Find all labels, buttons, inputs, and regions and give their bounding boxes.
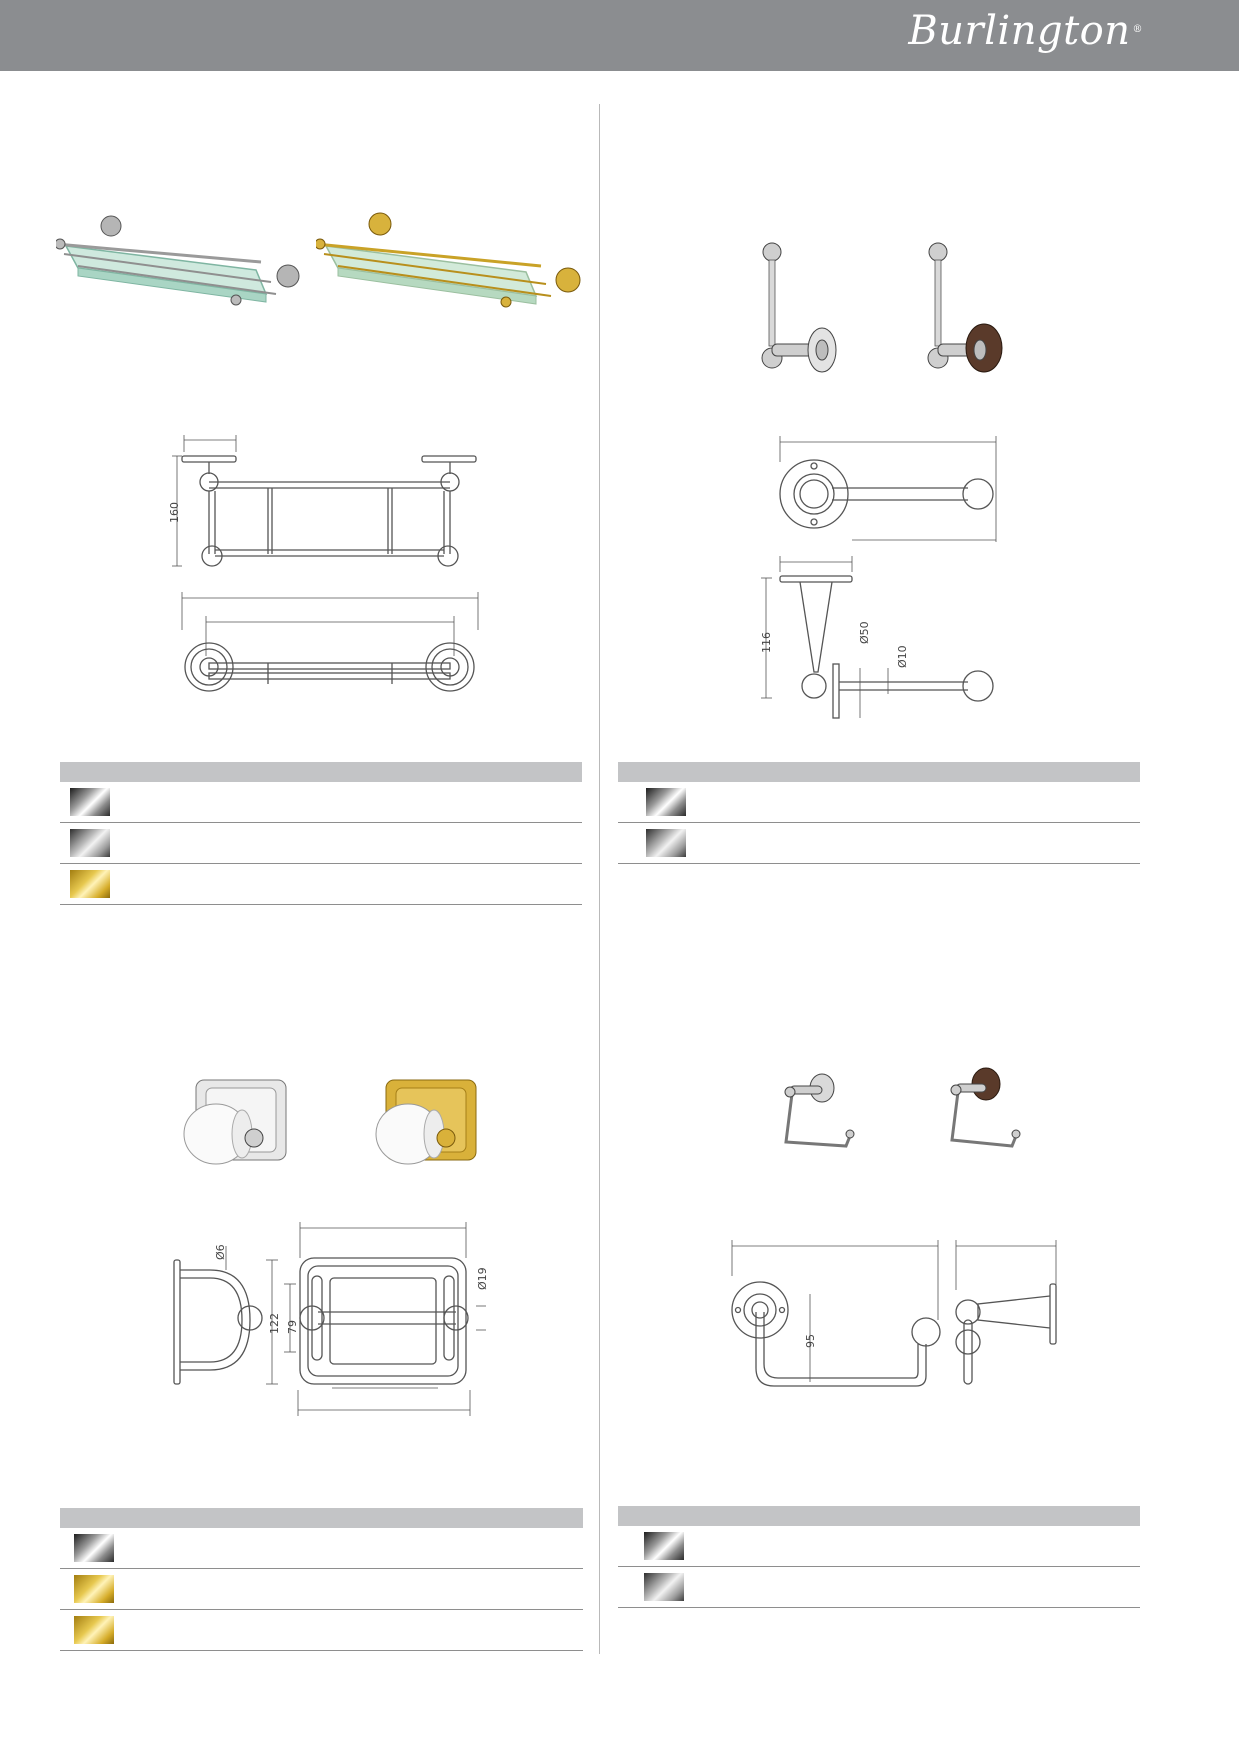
finish-row (60, 1528, 583, 1569)
finish-swatch-gold (74, 1575, 114, 1603)
table-header (60, 1508, 583, 1528)
toilet-roll-hook-drawing (731, 1240, 1057, 1387)
toilet-roll-holder-drawing (173, 1222, 486, 1416)
spare-roll-holder-photo-chrome (761, 242, 837, 373)
svg-text:79: 79 (286, 1320, 299, 1334)
toilet-roll-hook-height-label: 95 (804, 1334, 817, 1348)
glass-shelf-finish-table (60, 762, 582, 905)
finish-swatch-chrome (644, 1532, 684, 1560)
spare-roll-holder-plate-diameter-label: Ø50 (858, 621, 871, 644)
finish-swatch-nickel (70, 829, 110, 857)
spare-roll-holder-drawing (761, 436, 997, 719)
finish-swatch-gold (74, 1616, 114, 1644)
spare-roll-holder-photo-wood (927, 242, 1003, 373)
toilet-roll-holder-rod-diameter-label: Ø6 (214, 1244, 227, 1260)
spare-roll-holder-finish-table (618, 762, 1140, 864)
page-header (0, 0, 1239, 71)
glass-shelf-height-label: 160 (168, 502, 181, 523)
finish-row (60, 823, 582, 864)
svg-text:95: 95 (804, 1334, 817, 1348)
finish-row (618, 823, 1140, 864)
svg-text:116: 116 (760, 632, 773, 653)
brand-logo: Burlington® (908, 8, 1143, 54)
finish-row (618, 1567, 1140, 1608)
finish-row (60, 1610, 583, 1651)
finish-swatch-chrome (646, 788, 686, 816)
svg-text:Ø50: Ø50 (858, 621, 871, 644)
finish-row (60, 1569, 583, 1610)
toilet-roll-holder-photo-chrome (183, 1079, 287, 1165)
finish-swatch-chrome (70, 788, 110, 816)
toilet-roll-holder-photo-gold (375, 1079, 477, 1165)
finish-row (618, 782, 1140, 823)
glass-shelf-photo-chrome (56, 215, 300, 306)
table-header (60, 762, 582, 782)
toilet-roll-hook-photo-wood (950, 1067, 1021, 1148)
svg-text:Ø10: Ø10 (896, 645, 909, 668)
table-header (618, 762, 1140, 782)
svg-text:Ø19: Ø19 (476, 1267, 489, 1290)
finish-swatch-nickel (646, 829, 686, 857)
toilet-roll-hook-finish-table (618, 1506, 1140, 1608)
table-header (618, 1506, 1140, 1526)
finish-row (60, 782, 582, 823)
toilet-roll-holder-finish-table (60, 1508, 583, 1651)
glass-shelf-drawing (172, 435, 479, 692)
finish-swatch-nickel (644, 1573, 684, 1601)
toilet-roll-holder-roller-diameter-label: Ø19 (476, 1267, 489, 1290)
svg-text:Ø6: Ø6 (214, 1244, 227, 1260)
finish-row (60, 864, 582, 905)
toilet-roll-holder-height-outer-label: 122 (268, 1313, 281, 1334)
finish-swatch-gold (70, 870, 110, 898)
toilet-roll-hook-photo-chrome (784, 1073, 855, 1148)
svg-text:160: 160 (168, 502, 181, 523)
svg-text:122: 122 (268, 1313, 281, 1334)
glass-shelf-photo-gold (316, 212, 581, 308)
spare-roll-holder-rod-diameter-label: Ø10 (896, 645, 909, 668)
finish-swatch-chrome (74, 1534, 114, 1562)
finish-row (618, 1526, 1140, 1567)
toilet-roll-holder-height-inner-label: 79 (286, 1320, 299, 1334)
column-divider (599, 104, 600, 1654)
spare-roll-holder-height-label: 116 (760, 632, 773, 653)
